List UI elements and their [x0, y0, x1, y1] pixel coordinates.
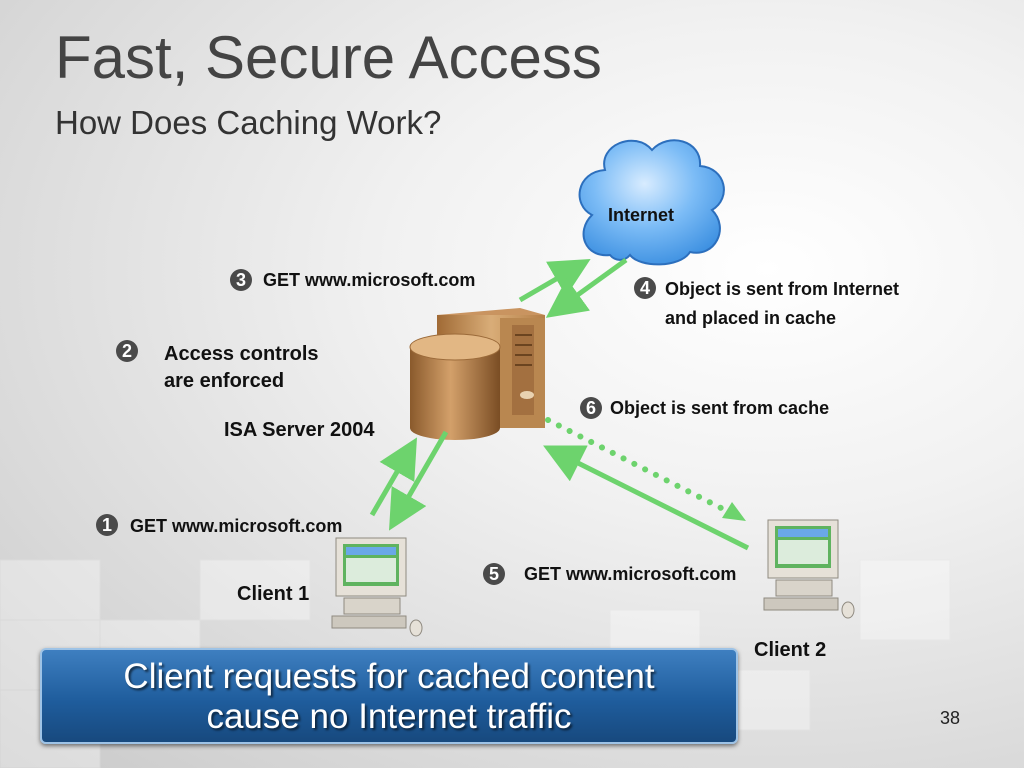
step-1-badge: 1 [96, 514, 118, 536]
computer-icon [331, 537, 423, 637]
banner-line-2: cause no Internet traffic [206, 697, 572, 736]
computer-icon [763, 519, 855, 619]
server-icon [409, 308, 545, 440]
arrow-server-to-internet [518, 258, 591, 303]
step-4-text-line2: and placed in cache [665, 308, 837, 328]
step-2-text-line2: are enforced [164, 370, 285, 392]
step-6-text: Object is sent from cache [610, 398, 830, 418]
step-4-badge: 4 [634, 277, 656, 299]
slide-title: Fast, Secure Access [55, 24, 602, 91]
client-2-label: Client 2 [754, 639, 827, 661]
banner-line-1: Client requests for cached content [123, 657, 655, 696]
arrow-server-to-client1 [388, 430, 449, 531]
page-number: 38 [940, 708, 961, 728]
slide-subtitle: How Does Caching Work? [55, 104, 442, 141]
step-2-badge: 2 [116, 340, 138, 362]
client-1-label: Client 1 [237, 583, 310, 605]
step-5-text: GET www.microsoft.com [524, 564, 737, 584]
step-6-badge: 6 [580, 397, 602, 419]
cloud-icon [578, 139, 725, 266]
step-3-text: GET www.microsoft.com [263, 270, 476, 290]
server-label: ISA Server 2004 [224, 419, 375, 441]
arrow-cache-to-client2 [545, 417, 746, 521]
arrow-internet-to-server [545, 257, 628, 318]
key-point-banner: Client requests for cached content cause… [40, 648, 738, 744]
step-2-text-line1: Access controls [164, 343, 319, 365]
step-4-text-line1: Object is sent from Internet [665, 279, 900, 299]
arrow-client2-to-server [543, 445, 750, 551]
step-5-badge: 5 [483, 563, 505, 585]
step-3-badge: 3 [230, 269, 252, 291]
arrow-client1-to-server [369, 437, 418, 517]
step-1-text: GET www.microsoft.com [130, 516, 343, 536]
internet-label: Internet [608, 205, 675, 225]
